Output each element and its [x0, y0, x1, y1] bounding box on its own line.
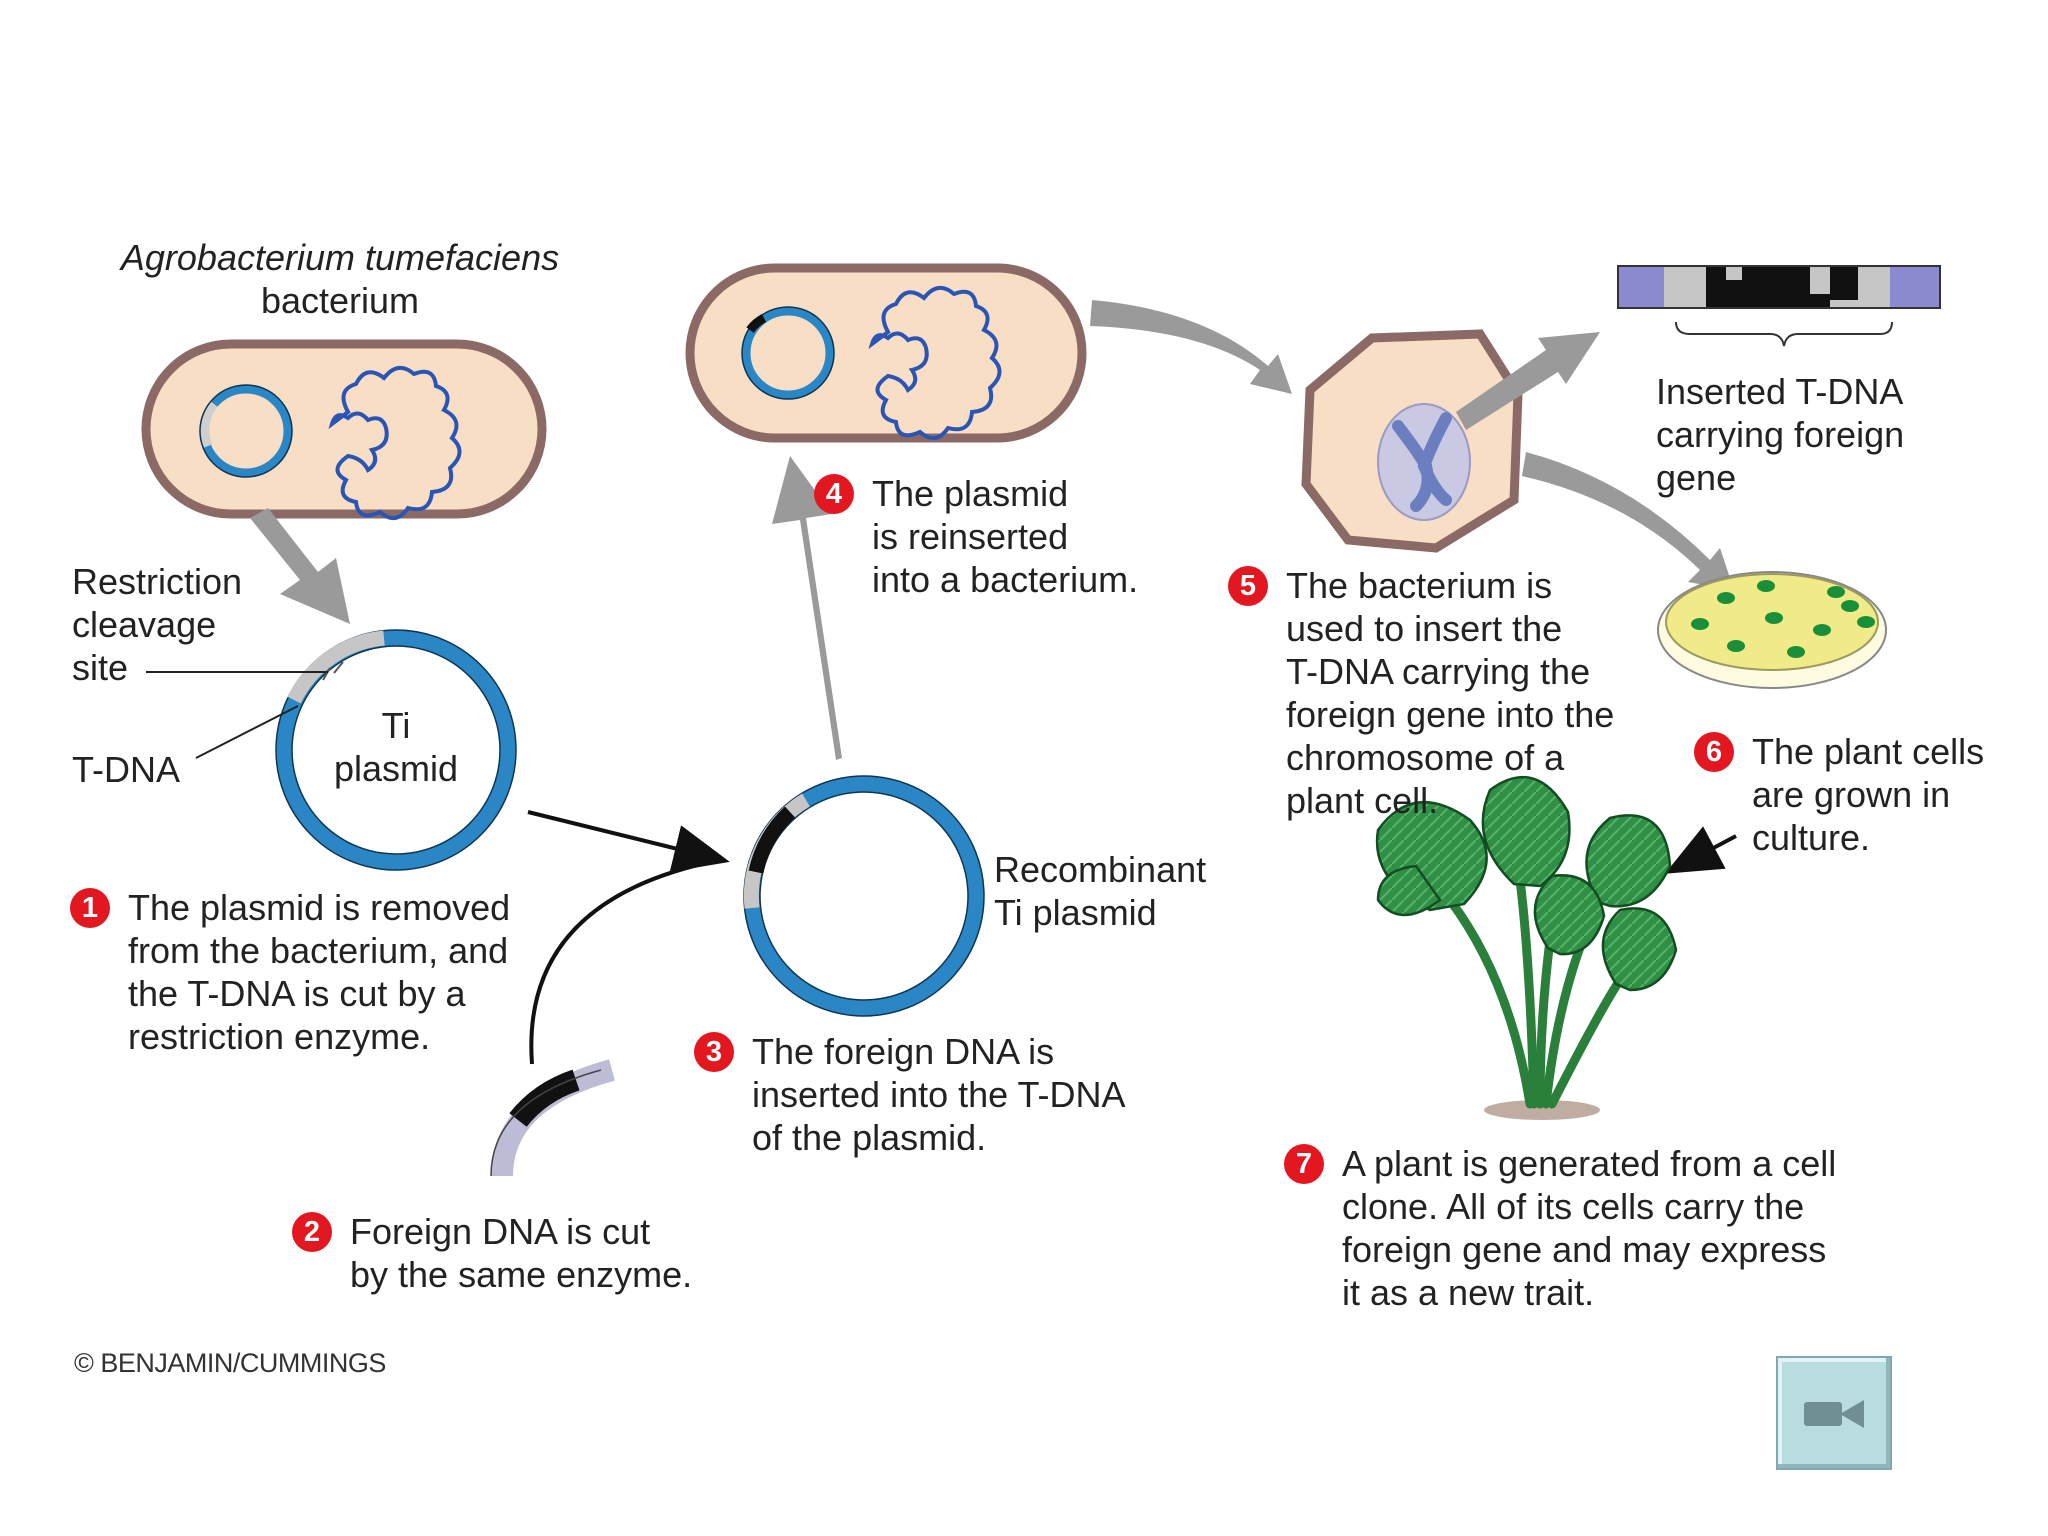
step-7: 7 A plant is generated from a cell clone…: [1284, 1142, 1904, 1322]
bacterium-1: [141, 339, 547, 520]
label-restriction-site: Restriction cleavage site: [72, 561, 243, 688]
step-number-badge: 5: [1228, 566, 1268, 606]
arrow-bacterium-to-plant-cell: [1090, 300, 1292, 394]
step-4: 4 The plasmid is reinserted into a bacte…: [814, 472, 1194, 612]
copyright-notice: © BENJAMIN/CUMMINGS: [74, 1348, 386, 1378]
t-dna-segment: [287, 630, 385, 704]
arrow-plasmid-to-recombinant: [527, 810, 730, 872]
arrow-culture-to-plant: [1664, 826, 1737, 874]
label-t-dna: T-DNA: [72, 749, 180, 790]
plant: [1375, 775, 1678, 1120]
bacterium-title: Agrobacterium tumefaciens bacterium: [80, 236, 600, 322]
video-button[interactable]: [1776, 1356, 1892, 1470]
bacterium-2: [685, 263, 1087, 443]
step-2: 2 Foreign DNA is cut by the same enzyme.: [292, 1210, 752, 1306]
plant-cell: [1301, 329, 1523, 553]
ti-plasmid: [275, 629, 517, 871]
tdna-brace: [1675, 321, 1893, 347]
label-recombinant: Recombinant Ti plasmid: [994, 849, 1207, 933]
recombinant-plasmid: [743, 775, 985, 1017]
step-number-badge: 3: [694, 1032, 734, 1072]
ti-plasmid-in-bacterium: [199, 384, 293, 478]
step-number-badge: 1: [70, 888, 110, 928]
step-number-badge: 7: [1284, 1144, 1324, 1184]
chromosome: [1392, 412, 1452, 512]
pointer-t-dna: [195, 705, 299, 759]
bacterium-species: Agrobacterium tumefaciens: [120, 237, 560, 278]
step-3: 3 The foreign DNA is inserted into the T…: [694, 1030, 1174, 1170]
arrow-chromosome-to-tdna: [1456, 332, 1600, 430]
arrow-foreign-dna-to-recombinant: [529, 858, 721, 1065]
step-5: 5 The bacterium is used to insert the T-…: [1228, 564, 1668, 834]
petri-dish: [1657, 571, 1887, 689]
inserted-tdna-strip: [1617, 265, 1941, 347]
step-6: 6 The plant cells are grown in culture.: [1694, 730, 2034, 870]
foreign-dna-fragment: [490, 1059, 615, 1177]
label-ti-plasmid: Ti plasmid: [333, 705, 459, 789]
bacterial-chromosome-2: [868, 286, 1002, 440]
step-number-badge: 2: [292, 1212, 332, 1252]
label-inserted-tdna: Inserted T-DNA carrying foreign gene: [1656, 371, 1905, 498]
bacterial-chromosome-1: [328, 366, 462, 520]
arrow-recombinant-to-bacterium: [772, 456, 842, 760]
step-number-badge: 4: [814, 474, 854, 514]
step-1: 1 The plasmid is removed from the bacter…: [70, 886, 590, 1066]
colonies: [1691, 580, 1875, 658]
step-number-badge: 6: [1694, 732, 1734, 772]
arrow-cell-to-culture: [1522, 452, 1734, 590]
bacterium-word: bacterium: [260, 280, 420, 321]
arrow-bacterium-to-plasmid: [250, 508, 350, 624]
